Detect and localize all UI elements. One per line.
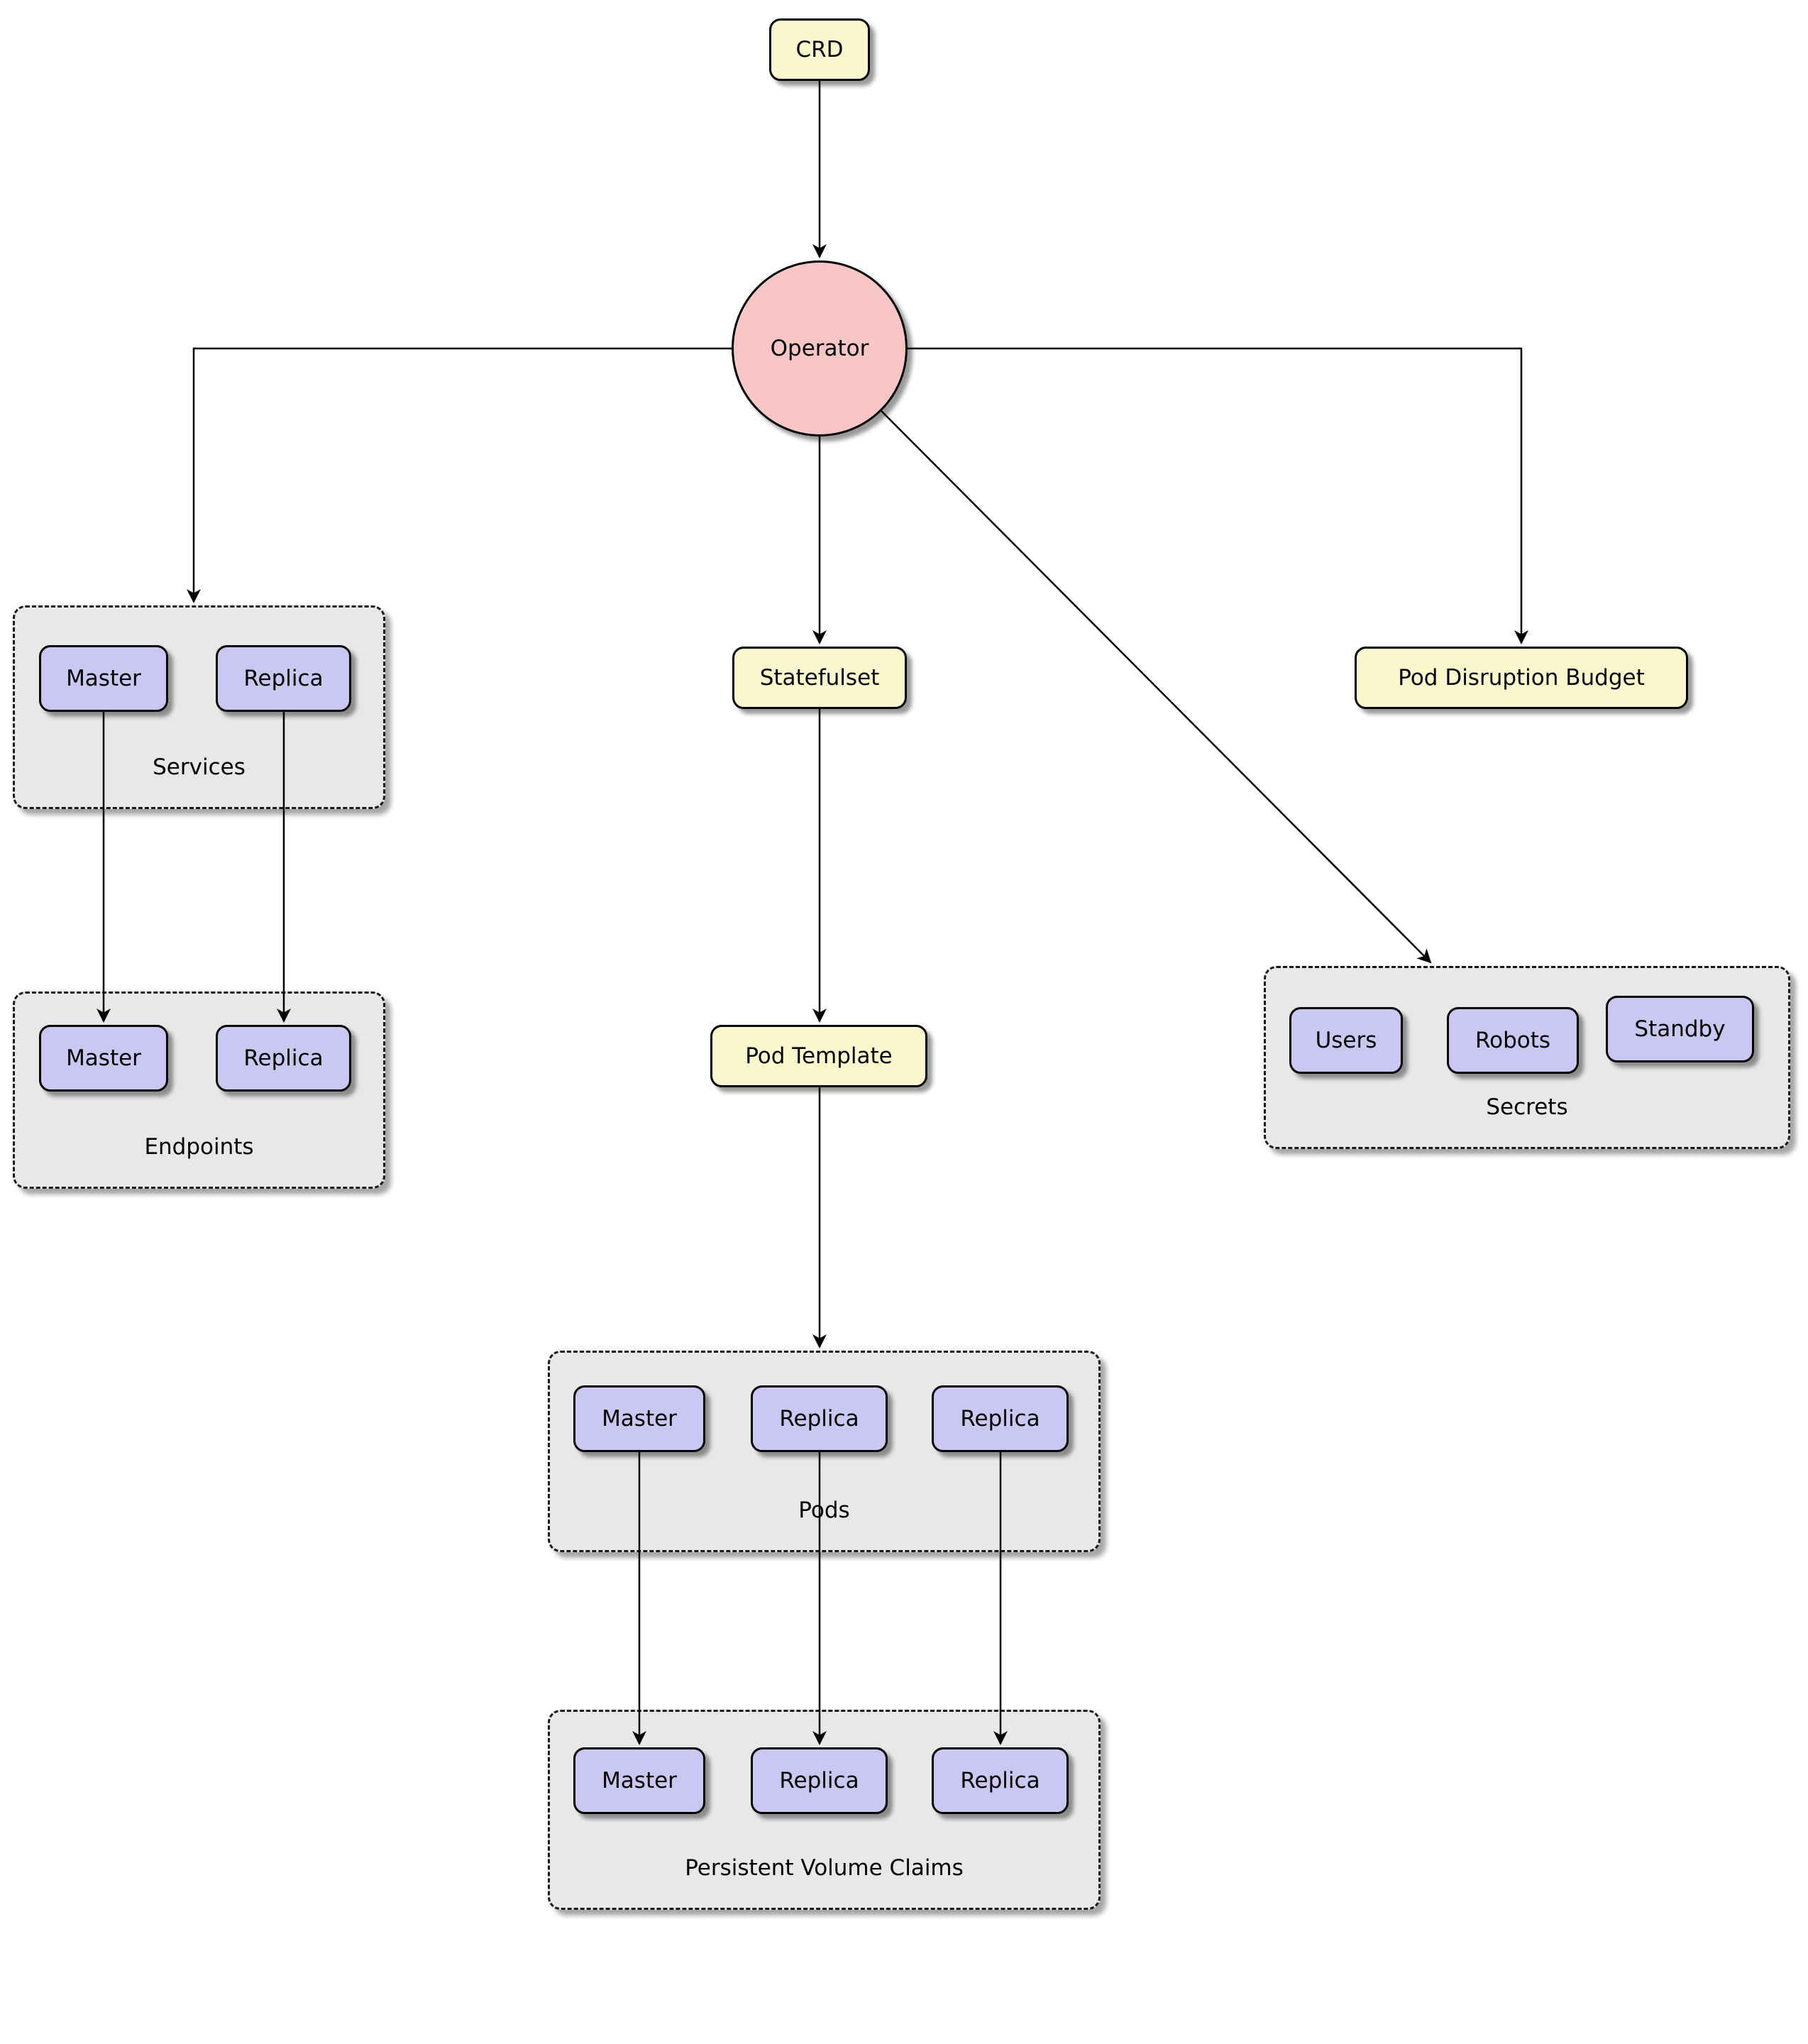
group-secrets-label: Secrets (1486, 1094, 1568, 1120)
node-pod-template: Pod Template (710, 1025, 927, 1087)
item-pods-master: Master (573, 1385, 705, 1452)
edge-operator-secrets (881, 410, 1432, 964)
group-pods-label: Pods (798, 1498, 850, 1523)
item-pods-replica-1: Replica (751, 1385, 888, 1452)
item-endpoints-master: Master (39, 1025, 168, 1092)
item-endpoints-replica: Replica (216, 1025, 351, 1092)
edge-operator-services (187, 347, 732, 603)
item-pvc-master: Master (573, 1747, 705, 1814)
item-secrets-robots: Robots (1447, 1007, 1579, 1074)
group-endpoints-label: Endpoints (144, 1134, 254, 1160)
node-crd: CRD (769, 18, 870, 81)
item-pods-replica-2: Replica (932, 1385, 1069, 1452)
item-services-replica: Replica (216, 645, 351, 712)
item-pvc-replica-1: Replica (751, 1747, 888, 1814)
item-secrets-users: Users (1289, 1007, 1403, 1074)
group-services-label: Services (153, 754, 246, 780)
item-pvc-replica-2: Replica (932, 1747, 1069, 1814)
node-statefulset: Statefulset (732, 647, 907, 709)
item-secrets-standby: Standby (1606, 996, 1754, 1062)
group-persistent-volume-claims-label: Persistent Volume Claims (685, 1855, 964, 1881)
item-services-master: Master (39, 645, 168, 712)
edge-operator-pdb (908, 347, 1528, 644)
node-pod-disruption-budget: Pod Disruption Budget (1355, 647, 1688, 709)
node-operator: Operator (732, 260, 908, 436)
